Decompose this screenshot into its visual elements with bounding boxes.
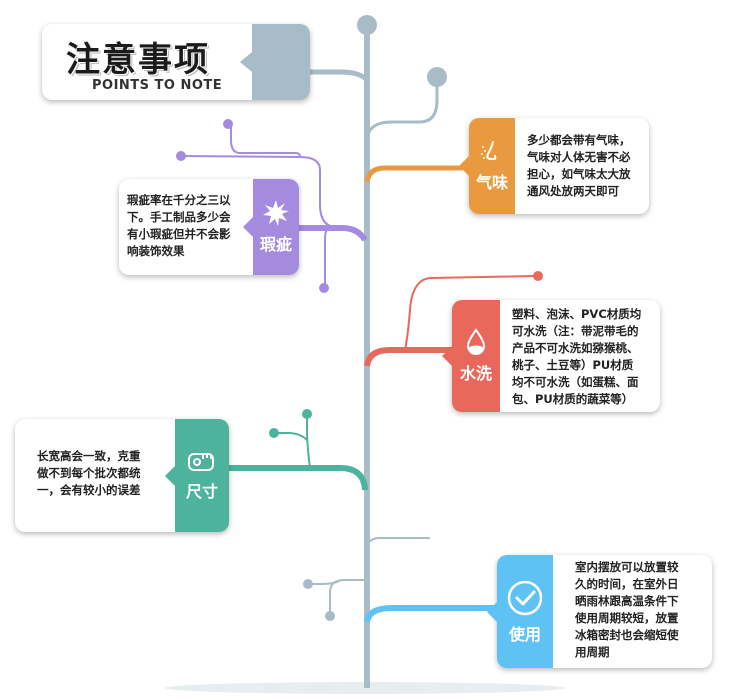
odor-label: 气味 [475,173,508,192]
text-line: 包、PU材质的蔬菜等） [512,392,634,406]
card-size: 长宽高会一致，克重 做不到每个批次都统 一，会有较小的误差 尺寸 [15,419,229,532]
title-branch [300,69,369,82]
text-line: 可水洗（注：带泥带毛的 [512,324,639,338]
wash-branch [364,347,460,367]
text-line: 冰箱密封也会缩短使 [575,628,679,642]
title-tab [240,24,310,100]
text-line: 晒雨林跟高温条件下 [575,594,679,608]
wash-panel: 水洗 [442,300,500,412]
text-line: 下。手工制品多少会 [127,210,231,224]
text-line: 室内摆放可以放置较 [575,560,679,574]
gray-twig-2 [329,579,367,612]
card-flaw: 瑕疵率在千分之三以 下。手工制品多少会 有小瑕疵但并不会影 响装饰效果 瑕疵 [119,179,299,275]
odor-panel: 气味 [459,118,515,214]
gray-node-top [427,67,447,87]
nose-icon [481,141,497,160]
text-line: 担心，如气味太大放 [527,167,631,181]
use-branch [364,605,510,623]
text-line: 一，会有较小的误差 [37,483,141,497]
text-line: 产品不可水洗如猕猴桃、 [512,341,639,355]
size-branch [225,465,368,491]
flaw-label: 瑕疵 [259,235,292,254]
text-line: 气味对人体无害不必 [527,150,631,164]
use-text: 室内摆放可以放置较 久的时间，在室外日 晒雨林跟高温条件下 使用周期较短，放置 … [575,559,709,661]
text-line: 做不到每个批次都统 [37,466,141,480]
size-twig-1 [306,418,311,469]
size-text: 长宽高会一致，克重 做不到每个批次都统 一，会有较小的误差 [37,448,177,499]
flaw-branch [298,225,368,242]
use-panel: 使用 [487,555,553,668]
text-line: 桃子、土豆等）PU材质 [512,358,634,372]
flaw-panel: 瑕疵 [243,179,299,275]
text-line: 久的时间，在室外日 [575,577,679,591]
card-odor: 气味 多少都会带有气味， 气味对人体无害不必 担心，如气味太大放 通风处放两天即… [459,118,649,214]
size-twig-2 [278,432,308,441]
page-subtitle: POINTS TO NOTE [92,78,223,93]
card-wash: 水洗 塑料、泡沫、PVC材质均 可水洗（注：带泥带毛的 产品不可水洗如猕猴桃、 … [442,300,660,412]
size-node-2 [269,428,279,438]
text-line: 塑料、泡沫、PVC材质均 [512,307,642,321]
odor-branch [364,165,480,183]
wash-node [533,271,543,281]
text-line: 有小瑕疵但并不会影 [127,227,231,241]
wash-twig [404,275,536,351]
trunk-top-node [357,15,377,35]
size-label: 尺寸 [185,481,218,501]
text-line: 均不可水洗（如蛋糕、面 [512,375,639,389]
wash-text: 塑料、泡沫、PVC材质均 可水洗（注：带泥带毛的 产品不可水洗如猕猴桃、 桃子、… [512,306,658,408]
page-title: 注意事项 [66,40,210,80]
tape-measure-icon [188,452,214,471]
wash-label: 水洗 [459,364,492,383]
flaw-node-3 [319,283,329,293]
text-line: 响装饰效果 [127,244,185,258]
gray-node-2 [325,611,335,621]
flaw-twig-1 [181,155,341,229]
flaw-twig-2 [230,126,301,158]
flaw-node-2 [223,119,233,129]
gray-twig-1 [366,537,430,549]
text-line: 瑕疵率在千分之三以 [127,193,231,207]
flaw-node-1 [176,151,186,161]
odor-text: 多少都会带有气味， 气味对人体无害不必 担心，如气味太大放 通风处放两天即可 [527,132,645,200]
water-drop-icon [466,328,486,355]
text-line: 使用周期较短，放置 [575,611,679,625]
gray-branch-top [365,82,439,141]
flaw-text: 瑕疵率在千分之三以 下。手工制品多少会 有小瑕疵但并不会影 响装饰效果 [127,192,255,260]
text-line: 多少都会带有气味， [527,133,631,147]
gray-node-3 [303,579,313,589]
size-node-1 [302,409,312,419]
burst-icon [263,200,289,226]
size-panel: 尺寸 [165,419,229,532]
gray-twig-3 [312,579,341,585]
card-use: 使用 室内摆放可以放置较 久的时间，在室外日 晒雨林跟高温条件下 使用周期较短，… [487,555,712,668]
use-label: 使用 [508,624,541,644]
text-line: 通风处放两天即可 [527,184,619,198]
title-card: 注意事项 POINTS TO NOTE [42,24,310,100]
flaw-twig-3 [324,227,331,285]
text-line: 用周期 [575,645,610,659]
check-circle-icon [507,580,543,615]
text-line: 长宽高会一致，克重 [37,449,141,463]
